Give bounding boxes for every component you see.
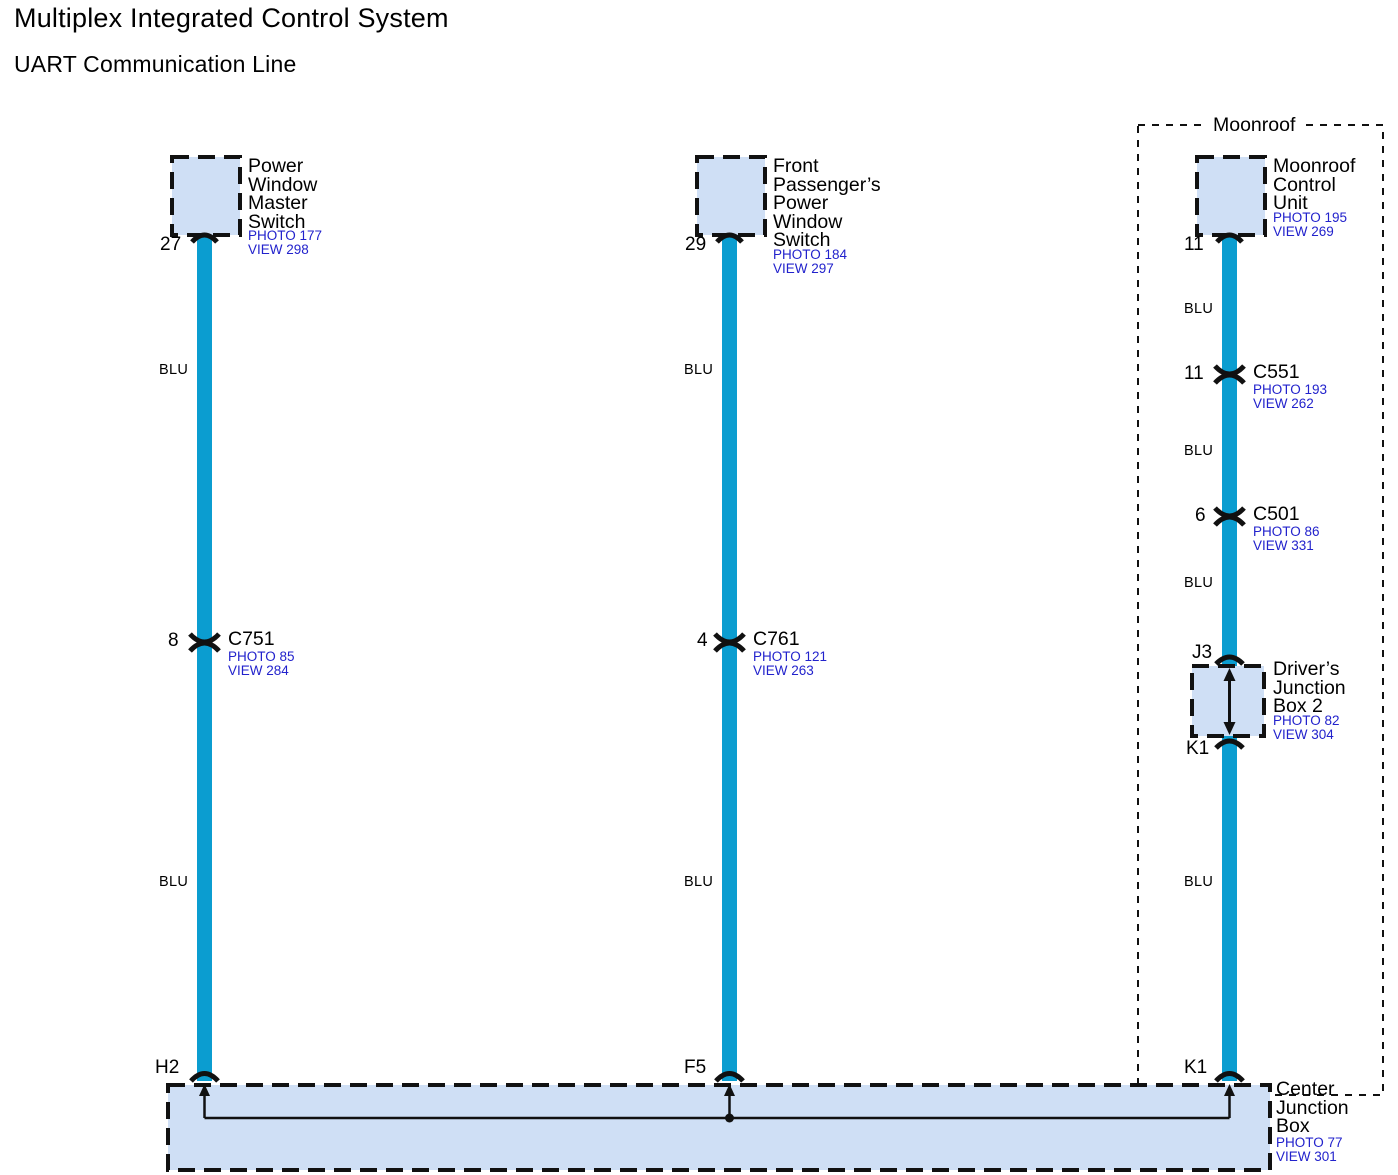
terminal-label-f5: F5 <box>684 1057 707 1078</box>
moonroof-region-box <box>1137 124 1384 1096</box>
terminal-label-h2: H2 <box>155 1057 180 1078</box>
wire-color-label-right-seg1: BLU <box>1184 301 1214 317</box>
pin-label-c761: 4 <box>697 630 708 651</box>
view-ref: VIEW 297 <box>773 261 834 276</box>
pin-label-c751: 8 <box>168 630 179 651</box>
view-ref: VIEW 262 <box>1253 396 1314 411</box>
component-label-front-passenger-power-window-switch: Front Passenger’s Power Window Switch <box>773 155 881 251</box>
terminal-label-k1: K1 <box>1184 1057 1208 1078</box>
center-bus-arrow-k1 <box>1224 1084 1235 1096</box>
pin-label-c551: 11 <box>1184 363 1204 384</box>
wire-color-label-left-upper: BLU <box>159 362 189 378</box>
region-label-moonroof: Moonroof <box>1206 114 1303 137</box>
terminal-cap-k1-upper <box>1214 738 1245 750</box>
center-junction-box <box>166 1083 1272 1172</box>
wire-color-label-right-seg2: BLU <box>1184 443 1214 459</box>
component-box-right <box>1195 155 1267 237</box>
view-ref: VIEW 301 <box>1276 1149 1337 1164</box>
view-ref: VIEW 269 <box>1273 224 1334 239</box>
wire-color-label-left-lower: BLU <box>159 874 189 890</box>
wire-color-label-middle-upper: BLU <box>684 362 714 378</box>
component-label-power-window-master-switch: Power Window Master Switch <box>248 155 318 233</box>
photo-ref: PHOTO 86 <box>1253 524 1320 539</box>
connector-label-c501: C501 <box>1253 503 1300 525</box>
photo-ref: PHOTO 177 <box>248 228 323 243</box>
component-box-middle <box>695 155 767 237</box>
view-ref: VIEW 331 <box>1253 538 1314 553</box>
view-ref: VIEW 263 <box>753 663 814 678</box>
page-title: Multiplex Integrated Control System <box>14 3 449 33</box>
terminal-cap-left-bottom <box>189 1071 220 1083</box>
photo-ref: PHOTO 193 <box>1253 382 1328 397</box>
pin-label-k1-junction-box: K1 <box>1186 738 1210 759</box>
component-label-drivers-junction-box-2: Driver’s Junction Box 2 <box>1273 658 1346 717</box>
photo-ref: PHOTO 195 <box>1273 210 1348 225</box>
photo-ref: PHOTO 184 <box>773 247 848 262</box>
junction-box-arrow-up <box>1223 668 1236 681</box>
component-box-left <box>170 155 242 237</box>
photo-ref: PHOTO 85 <box>228 649 295 664</box>
center-bus-arrow-f5 <box>724 1084 735 1096</box>
view-ref: VIEW 298 <box>248 242 309 257</box>
view-ref: VIEW 284 <box>228 663 289 678</box>
pin-label-j3: J3 <box>1192 642 1213 663</box>
photo-ref: PHOTO 82 <box>1273 713 1340 728</box>
connector-symbol-c761-lower <box>713 640 746 653</box>
photo-ref: PHOTO 121 <box>753 649 828 664</box>
component-label-moonroof-control-unit: Moonroof Control Unit <box>1273 155 1356 214</box>
connector-symbol-c751-lower <box>188 640 221 653</box>
wire-left <box>197 236 212 1081</box>
connector-symbol-c501-lower <box>1213 514 1246 527</box>
connector-label-c551: C551 <box>1253 361 1300 383</box>
junction-box-arrow-down <box>1223 722 1236 735</box>
pin-label-middle-component: 29 <box>685 234 707 255</box>
wire-color-label-right-seg3: BLU <box>1184 575 1214 591</box>
connector-symbol-c551-lower <box>1213 372 1246 385</box>
wire-middle <box>722 236 737 1081</box>
terminal-cap-middle-top <box>715 232 744 244</box>
page-subtitle: UART Communication Line <box>14 51 297 77</box>
component-label-center-junction-box: Center Junction Box <box>1276 1078 1349 1137</box>
pin-label-right-component: 11 <box>1184 234 1204 255</box>
center-bus-junction-dot-f5 <box>725 1113 734 1123</box>
terminal-cap-right-top <box>1215 232 1244 244</box>
terminal-cap-j3 <box>1214 654 1245 666</box>
center-bus-arrow-h2 <box>199 1084 210 1096</box>
photo-ref: PHOTO 77 <box>1276 1135 1343 1150</box>
terminal-cap-right-bottom <box>1214 1071 1245 1083</box>
terminal-cap-left-top <box>190 232 219 244</box>
wire-color-label-middle-lower: BLU <box>684 874 714 890</box>
pin-label-c501: 6 <box>1195 505 1206 526</box>
connector-label-c751: C751 <box>228 628 275 650</box>
pin-label-left-component: 27 <box>160 234 182 255</box>
view-ref: VIEW 304 <box>1273 727 1334 742</box>
terminal-cap-middle-bottom <box>714 1071 745 1083</box>
connector-label-c761: C761 <box>753 628 800 650</box>
wire-color-label-right-seg4: BLU <box>1184 874 1214 890</box>
